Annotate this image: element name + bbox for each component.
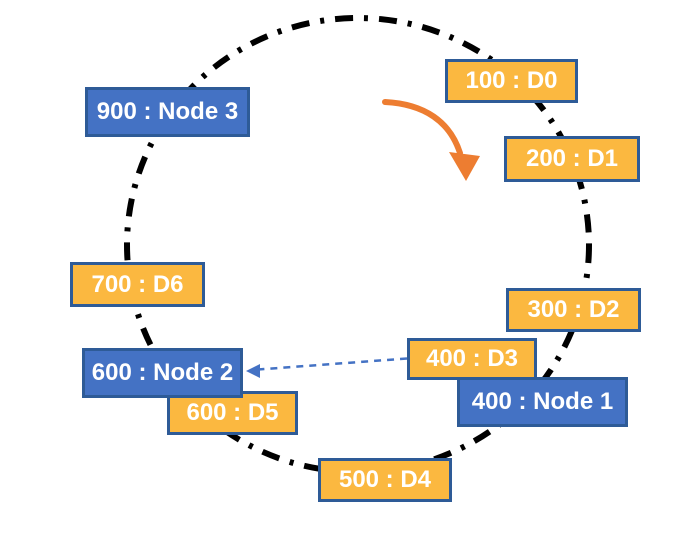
ring-item-d0: 100 : D0 (445, 59, 578, 103)
ring-item-d1: 200 : D1 (504, 136, 640, 182)
ring-node-2-label: 600 : Node 2 (91, 359, 234, 386)
ring-item-d0-label: 100 : D0 (465, 67, 558, 94)
ring-item-d3-label: 400 : D3 (425, 345, 519, 372)
ring-item-d2: 300 : D2 (506, 288, 641, 332)
ring-node-1: 400 : Node 1 (457, 377, 628, 427)
ring-item-d4: 500 : D4 (318, 458, 452, 502)
ring-item-d5-label: 600 : D5 (186, 399, 279, 426)
ring-node-1-label: 400 : Node 1 (471, 388, 614, 415)
ring-item-d4-label: 500 : D4 (338, 466, 432, 493)
ring-item-d1-label: 200 : D1 (525, 145, 619, 172)
ring-item-d6-label: 700 : D6 (91, 270, 184, 298)
ring-node-2: 600 : Node 2 (82, 348, 243, 398)
d3-to-node2-mapping-arrow (246, 357, 408, 378)
ring-item-d2-label: 300 : D2 (527, 296, 620, 323)
ring-node-3: 900 : Node 3 (85, 87, 250, 137)
ring-node-3-label: 900 : Node 3 (96, 98, 239, 125)
ring-item-d3: 400 : D3 (407, 338, 537, 380)
ring-item-d6: 700 : D6 (70, 262, 205, 307)
clockwise-direction-arrow-icon (382, 99, 480, 181)
